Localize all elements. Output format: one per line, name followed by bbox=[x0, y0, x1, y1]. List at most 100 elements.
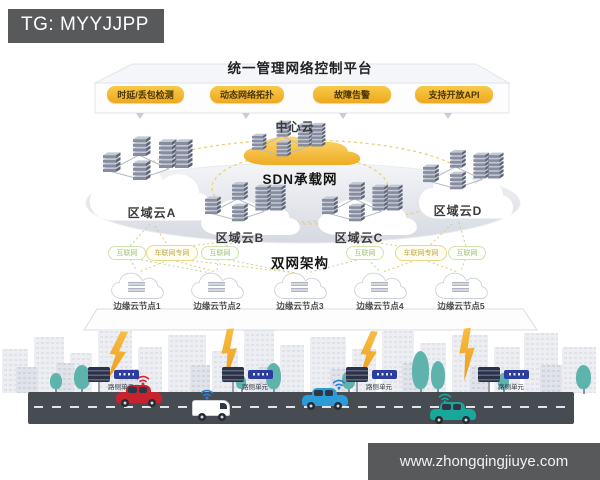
tree-icon bbox=[266, 363, 281, 394]
watermark-tg-badge: TG: MYYJJPP bbox=[8, 9, 164, 43]
rsu-antenna-icon bbox=[248, 370, 273, 379]
rsu-antenna-icon bbox=[504, 370, 529, 379]
server-rack-icon bbox=[452, 287, 469, 292]
cloud-icon bbox=[354, 272, 407, 299]
server-rack-icon bbox=[371, 281, 388, 286]
wifi-signal-icon bbox=[200, 389, 214, 400]
chevron-down-icon bbox=[242, 113, 250, 119]
road-center-line bbox=[34, 406, 568, 408]
car-wheel bbox=[121, 399, 129, 407]
chevron-down-icon bbox=[339, 113, 347, 119]
cloud-icon bbox=[191, 272, 244, 299]
car-wheel bbox=[462, 416, 470, 424]
watermark-site-badge: www.zhongqingjiuye.com bbox=[368, 443, 600, 480]
region-cloud-label: 区域云D bbox=[433, 204, 483, 218]
platform-function-button: 动态网络拓扑 bbox=[210, 86, 284, 103]
edge-node-label: 边缘云节点2 bbox=[193, 301, 241, 311]
wifi-signal-icon bbox=[332, 379, 346, 390]
server-rack-icon bbox=[208, 287, 225, 292]
roadside-unit-label: 路侧单元 bbox=[242, 384, 268, 391]
chevron-down-icon bbox=[444, 113, 452, 119]
cloud-icon bbox=[243, 136, 361, 165]
edge-layer-slab bbox=[83, 308, 538, 331]
car-body bbox=[116, 392, 162, 403]
building-icon bbox=[540, 365, 562, 393]
sdn-network-label: SDN承载网 bbox=[262, 172, 338, 187]
tree-icon bbox=[498, 373, 509, 394]
wifi-signal-icon bbox=[438, 393, 452, 404]
car-icon bbox=[302, 388, 348, 410]
rsu-screen-icon bbox=[478, 367, 500, 382]
building-icon bbox=[280, 345, 304, 393]
network-type-badge: 车联网专网 bbox=[395, 245, 447, 261]
car-icon bbox=[116, 385, 162, 407]
platform-function-button: 支持开放API bbox=[415, 86, 493, 103]
server-stack-icon bbox=[423, 150, 504, 190]
rsu-screen-icon bbox=[346, 367, 368, 382]
car-window bbox=[325, 390, 333, 396]
server-rack-icon bbox=[291, 287, 308, 292]
region-cloud-label: 区域云C bbox=[334, 231, 384, 245]
platform-function-button: 故障告警 bbox=[313, 86, 391, 103]
car-window bbox=[453, 404, 461, 410]
car-cabin bbox=[440, 402, 465, 412]
region-cloud-label: 区域云A bbox=[127, 206, 177, 220]
cloud-icon bbox=[274, 272, 327, 299]
tree-icon bbox=[412, 351, 429, 394]
roadside-unit-icon: 路侧单元 bbox=[88, 365, 150, 393]
car-wheel bbox=[148, 399, 156, 407]
network-type-badge: 互联网 bbox=[108, 246, 146, 260]
building-icon bbox=[168, 335, 206, 393]
car-window bbox=[128, 387, 137, 393]
tree-icon bbox=[50, 373, 62, 394]
roadside-unit-label: 路侧单元 bbox=[366, 384, 392, 391]
car-cabin bbox=[126, 385, 151, 395]
chevron-down-icon bbox=[136, 113, 144, 119]
rsu-screen-icon bbox=[222, 367, 244, 382]
edge-cloud-icon-group bbox=[111, 272, 488, 299]
server-rack-icon bbox=[452, 281, 469, 286]
car-window bbox=[442, 404, 451, 410]
rsu-pole bbox=[356, 382, 358, 392]
car-body bbox=[302, 395, 348, 406]
car-wheel bbox=[307, 402, 315, 410]
tree-icon bbox=[576, 365, 591, 394]
region-cloud-label: 区域云B bbox=[215, 231, 265, 245]
rsu-pole bbox=[98, 382, 100, 392]
tree-icon bbox=[431, 361, 445, 394]
rsu-screen-icon bbox=[88, 367, 110, 382]
server-rack-icon bbox=[291, 281, 308, 286]
roadside-unit-icon: 路侧单元 bbox=[222, 365, 284, 393]
tree-icon bbox=[236, 375, 246, 394]
car-wheel bbox=[198, 413, 206, 421]
car-window bbox=[139, 387, 147, 393]
network-type-badge: 互联网 bbox=[346, 246, 384, 260]
car-icon bbox=[192, 398, 238, 421]
car-wheel bbox=[334, 402, 342, 410]
building-icon bbox=[190, 365, 210, 393]
network-type-badge: 车联网专网 bbox=[146, 245, 198, 261]
rsu-antenna-icon bbox=[114, 370, 139, 379]
roadside-unit-label: 路侧单元 bbox=[498, 384, 524, 391]
edge-node-label: 边缘云节点3 bbox=[276, 301, 324, 311]
server-stack-icon bbox=[103, 136, 193, 180]
dual-network-label: 双网架构 bbox=[271, 256, 329, 271]
server-rack-icon bbox=[128, 281, 145, 286]
building-icon bbox=[382, 331, 414, 393]
car-icon bbox=[430, 402, 476, 424]
building-icon bbox=[310, 337, 346, 393]
roadside-unit-icon: 路侧单元 bbox=[478, 365, 540, 393]
network-type-badge: 互联网 bbox=[201, 246, 239, 260]
platform-function-button: 时延/丢包检测 bbox=[107, 86, 184, 103]
edge-node-label: 边缘云节点4 bbox=[356, 301, 404, 311]
car-window bbox=[220, 403, 227, 409]
roadside-unit-icon: 路侧单元 bbox=[346, 365, 408, 393]
roadside-unit-label: 路侧单元 bbox=[108, 384, 134, 391]
car-wheel bbox=[435, 416, 443, 424]
center-cloud-label: 中心云 bbox=[275, 120, 315, 134]
rsu-antenna-icon bbox=[372, 370, 397, 379]
car-wheel bbox=[218, 413, 226, 421]
cloud-icon bbox=[435, 272, 488, 299]
cloud-icon bbox=[111, 272, 164, 299]
rsu-pole bbox=[488, 382, 490, 392]
